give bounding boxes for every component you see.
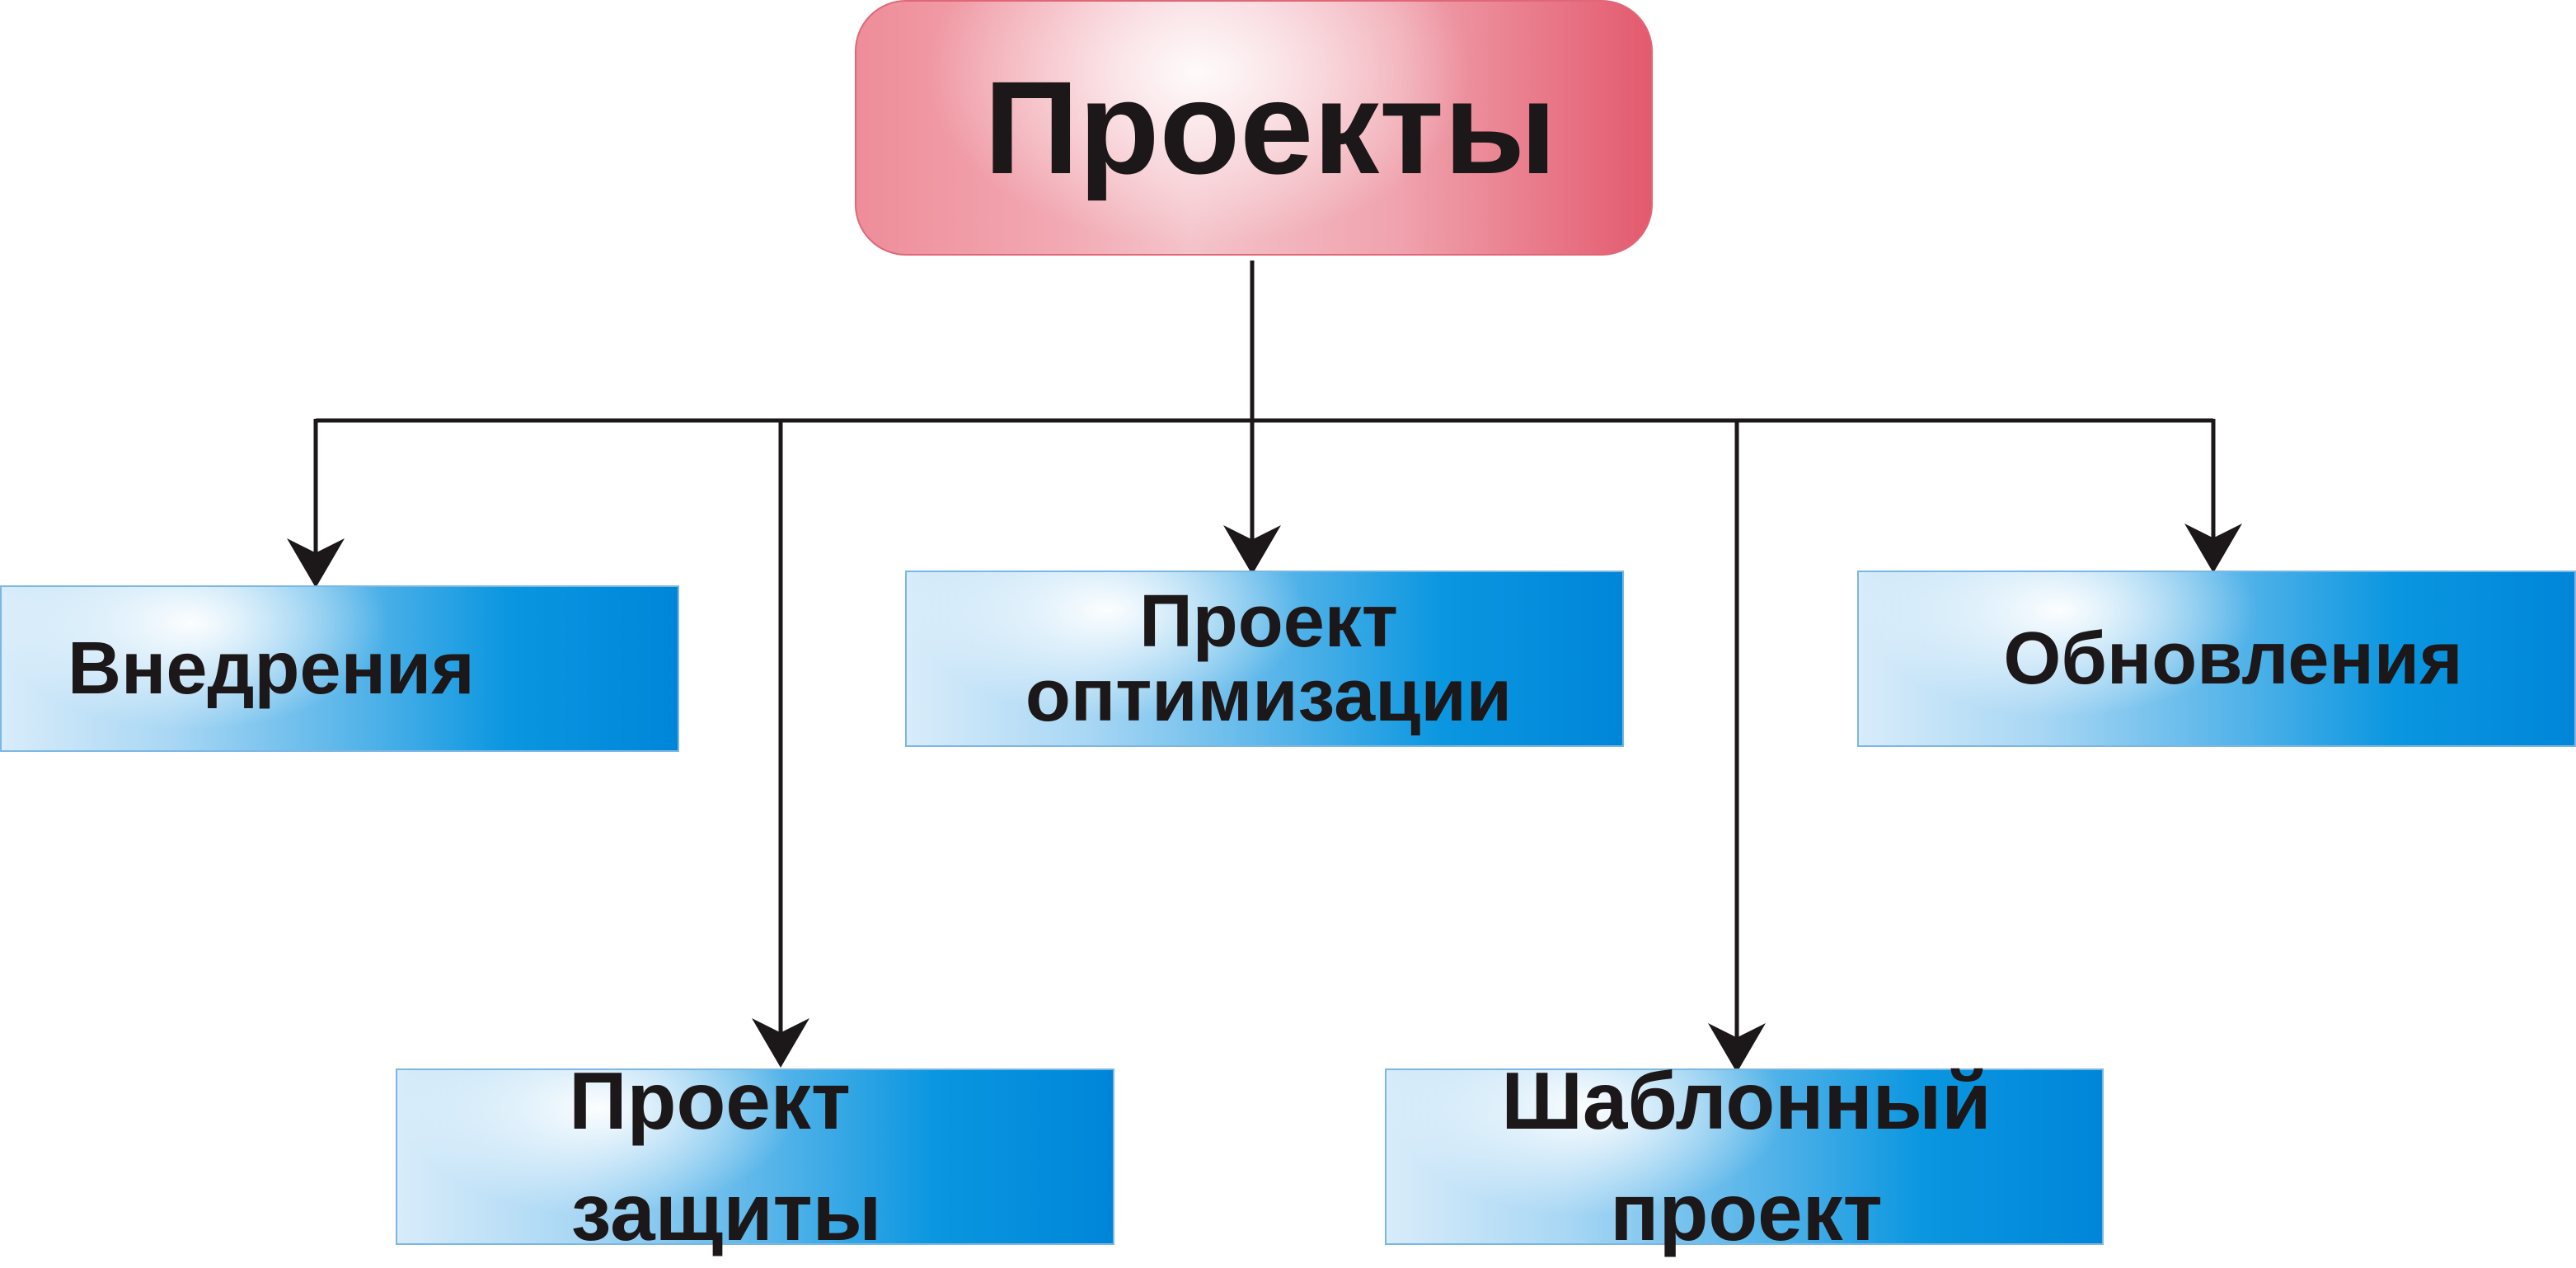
node-vnedreniya: Внедрения [0, 585, 679, 752]
node-proekt-zashchity: Проект защиты [396, 1055, 1114, 1257]
node-shablonny-proekt-line-1: Шаблонный [1501, 1054, 1992, 1146]
node-obnovleniya-label: Обновления [2003, 618, 2463, 700]
node-obnovleniya: Обновления [1857, 571, 2576, 747]
node-proekt-optimizacii-line-2: оптимизации [1025, 655, 1513, 737]
node-shablonny-proekt-line-2: проект [1610, 1167, 1883, 1257]
node-proekt-zashchity-line-1: Проект [569, 1054, 851, 1146]
node-vnedreniya-label: Внедрения [68, 627, 475, 710]
node-proekt-zashchity-line-2: защиты [570, 1167, 882, 1257]
root-node-label: Проекты [983, 54, 1557, 201]
root-node-proekty: Проекты [855, 0, 1653, 256]
node-shablonny-proekt: Шаблонный проект [1385, 1055, 2104, 1257]
node-proekt-optimizacii: Проект оптимизации [905, 571, 1624, 747]
node-proekt-optimizacii-line-1: Проект [1139, 580, 1398, 663]
